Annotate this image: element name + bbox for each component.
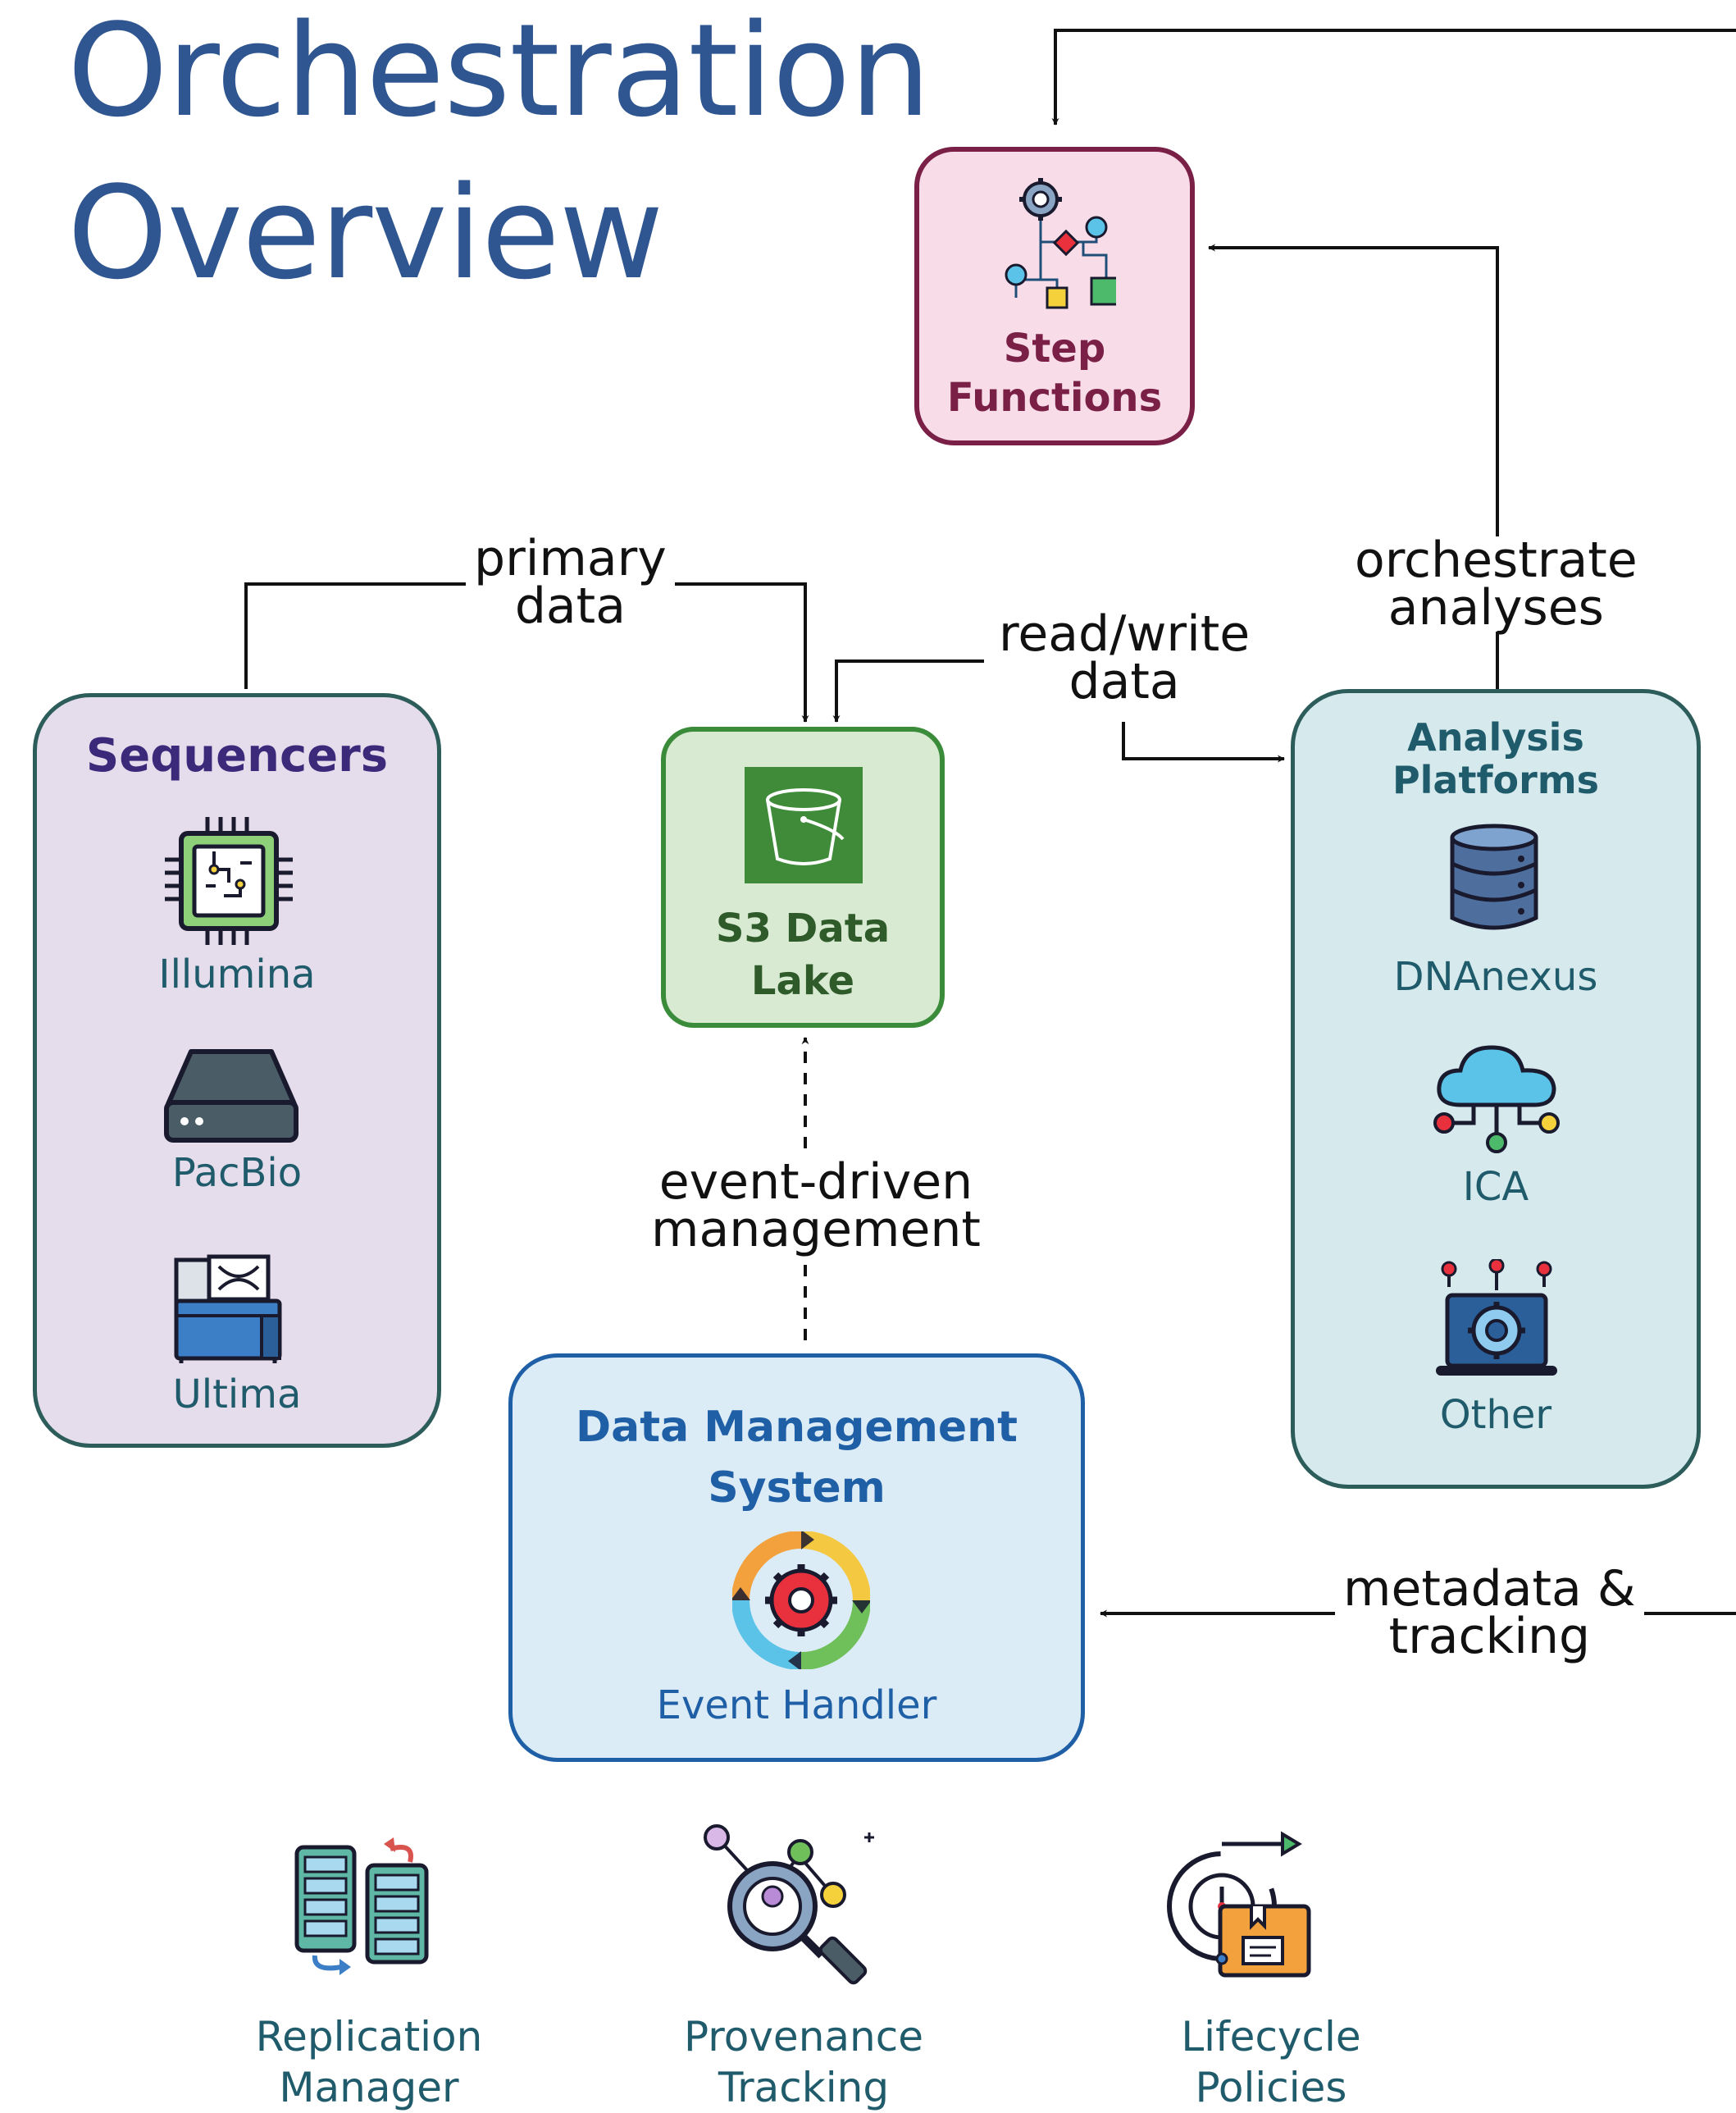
edge-read-write-to-s3 xyxy=(832,659,984,723)
edge-label-event-driven-2: management xyxy=(651,1201,981,1258)
edge-label-event-driven: event-driven management xyxy=(643,1153,989,1258)
lifecycle-label-2: Policies xyxy=(1195,2064,1347,2111)
chip-icon xyxy=(165,817,293,945)
edge-read-write-to-analysis xyxy=(1122,722,1285,763)
bucket-icon xyxy=(745,767,863,883)
edge-label-metadata: metadata & tracking xyxy=(1335,1560,1644,1665)
edge-label-primary-data-1: primary xyxy=(474,530,667,587)
lifecycle-label-1: Lifecycle xyxy=(1181,2013,1361,2061)
laptop-gear-icon xyxy=(1436,1259,1557,1376)
event-handler-label: Event Handler xyxy=(656,1682,937,1728)
s3-label-2: Lake xyxy=(750,958,855,1004)
illumina-label: Illumina xyxy=(158,952,316,997)
cycle-gear-icon xyxy=(732,1531,870,1669)
dms-title-1: Data Management xyxy=(575,1403,1018,1452)
s3-label-1: S3 Data xyxy=(715,906,891,952)
edge-label-metadata-1: metadata & xyxy=(1343,1560,1636,1618)
title-line-2: Overview xyxy=(67,158,663,308)
edge-label-primary-data: primary data xyxy=(466,530,675,635)
step-functions-node: Step Functions xyxy=(914,147,1195,445)
edge-label-read-write-2: data xyxy=(1068,653,1180,710)
edge-label-metadata-2: tracking xyxy=(1388,1608,1591,1665)
clock-box-icon xyxy=(1167,1831,1311,1978)
other-label: Other xyxy=(1439,1392,1552,1438)
edge-label-orchestrate-1: orchestrate xyxy=(1355,532,1638,589)
analysis-title-2: Platforms xyxy=(1392,758,1600,802)
server-replication-icon xyxy=(294,1837,429,1975)
provenance-label-2: Tracking xyxy=(718,2064,890,2111)
edge-label-event-driven-1: event-driven xyxy=(658,1153,973,1211)
edge-label-read-write: read/write data xyxy=(991,605,1259,710)
s3-data-lake-node: S3 Data Lake xyxy=(661,727,945,1028)
data-management-system-node: Data Management System Event Handler xyxy=(508,1353,1085,1762)
step-functions-label-1: Step xyxy=(1003,326,1106,372)
database-icon xyxy=(1450,824,1538,930)
analysis-title-1: Analysis xyxy=(1407,715,1584,760)
sequencers-title: Sequencers xyxy=(85,729,389,783)
sequencer-device-icon xyxy=(164,1049,298,1143)
pacbio-label: PacBio xyxy=(171,1150,303,1196)
edge-label-primary-data-2: data xyxy=(514,577,626,635)
edge-label-read-write-1: read/write xyxy=(999,605,1251,663)
step-functions-label-2: Functions xyxy=(946,375,1163,421)
title-line-1: Orchestration xyxy=(67,0,931,145)
dnanexus-label: DNAnexus xyxy=(1393,954,1598,1000)
dna-machine-icon xyxy=(174,1254,282,1363)
cloud-network-icon xyxy=(1433,1045,1560,1153)
provenance-label-1: Provenance xyxy=(684,2013,923,2061)
replication-label-1: Replication xyxy=(255,2013,483,2061)
workflow-icon xyxy=(1005,178,1116,309)
sequencers-node: Sequencers Illumina PacBio Ultima xyxy=(33,693,441,1448)
replication-label-2: Manager xyxy=(279,2064,459,2111)
edge-label-orchestrate: orchestrate analyses xyxy=(1346,536,1646,632)
analysis-platforms-node: Analysis Platforms DNAnexus ICA Other xyxy=(1291,689,1701,1489)
edge-feedback-to-step-functions xyxy=(1051,29,1736,126)
dms-title-2: System xyxy=(708,1463,886,1513)
magnifier-graph-icon xyxy=(704,1824,874,1985)
edge-label-orchestrate-2: analyses xyxy=(1387,579,1604,637)
ica-label: ICA xyxy=(1462,1164,1529,1210)
ultima-label: Ultima xyxy=(172,1371,302,1417)
